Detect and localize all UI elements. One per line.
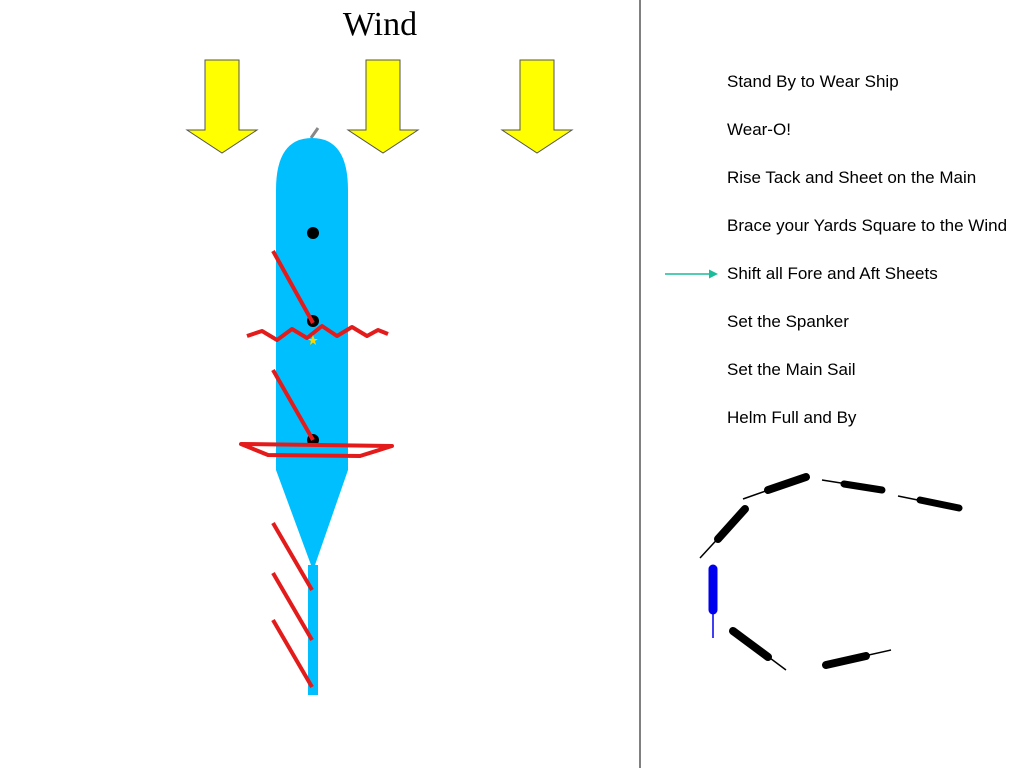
wind-label: Wind	[342, 6, 418, 43]
ship-position-3	[742, 473, 810, 500]
wake-line-2	[271, 571, 314, 642]
step-7: Set the Main Sail	[727, 360, 856, 379]
ship-position-7	[822, 649, 892, 669]
star-mark	[308, 335, 318, 345]
ship-position-1	[821, 479, 886, 494]
ship-position-4	[699, 505, 749, 559]
wind-arrow-right	[500, 59, 574, 154]
step-4: Brace your Yards Square to the Wind	[727, 216, 1008, 235]
fore-mast	[307, 227, 319, 239]
ship-position-2	[897, 495, 963, 512]
step-3: Rise Tack and Sheet on the Main	[727, 168, 977, 187]
step-6: Set the Spanker	[727, 312, 849, 331]
divider-line	[639, 0, 641, 768]
bowsprit	[309, 127, 320, 139]
wind-arrow-center	[346, 59, 420, 154]
fore-staysail	[271, 250, 315, 324]
step-1: Stand By to Wear Ship	[727, 72, 899, 91]
ship-position-6	[729, 627, 787, 671]
wind-arrow-left	[185, 59, 259, 154]
main-staysail	[271, 369, 315, 441]
spanker-sail	[239, 442, 394, 458]
step-8: Helm Full and By	[727, 408, 857, 427]
current-step-arrow-icon	[665, 269, 718, 279]
ship-hull	[276, 138, 348, 695]
step-5: Shift all Fore and Aft Sheets	[727, 264, 938, 283]
wake-line-1	[271, 521, 314, 592]
main-sail-luffing	[246, 324, 389, 342]
step-2: Wear-O!	[727, 120, 791, 139]
ship-diagram	[185, 59, 574, 695]
wake-line-3	[271, 618, 314, 689]
maneuver-steps: Stand By to Wear Ship Wear-O! Rise Tack …	[727, 70, 1007, 454]
